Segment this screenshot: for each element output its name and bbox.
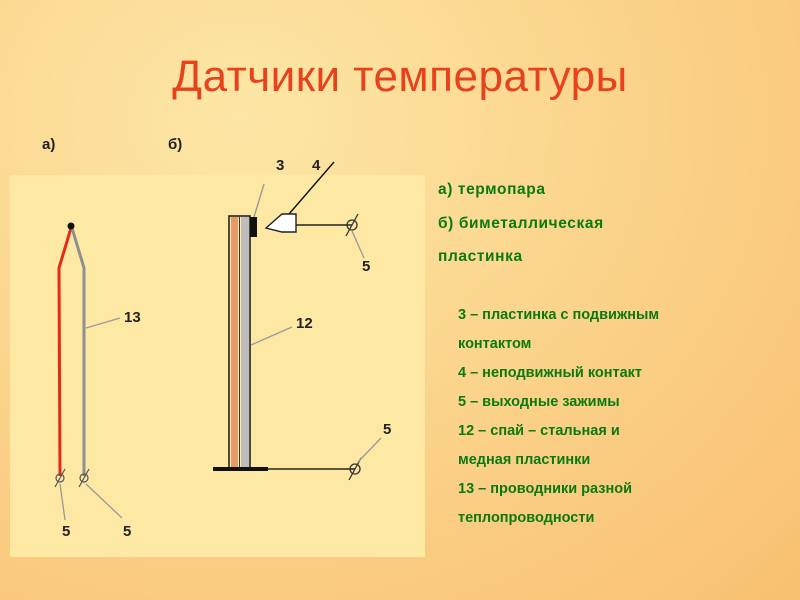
page-title: Датчики температуры: [172, 52, 628, 101]
caption-bimetal-line1: б) биметаллическая: [438, 215, 604, 232]
steel-strip: [241, 217, 249, 468]
leader-3: [253, 183, 265, 218]
legend-item: контактом: [458, 336, 532, 352]
legend-item: медная пластинки: [458, 452, 591, 468]
leader-13: [85, 317, 121, 329]
legend-item: 12 – спай – стальная и: [458, 423, 620, 439]
bimetal-sensor: [213, 161, 382, 481]
legend-item: теплопроводности: [458, 510, 595, 526]
label-13: 13: [124, 309, 141, 326]
legend-item: 13 – проводники разной: [458, 481, 633, 497]
label-5-left: 5: [62, 523, 70, 540]
legend-item: 5 – выходные зажимы: [458, 394, 620, 410]
thermocouple: [54, 222, 123, 521]
panel-label-a: а): [42, 136, 56, 153]
legend-item: 3 – пластинка с подвижным: [458, 307, 660, 323]
leader-12: [250, 326, 293, 346]
terminal-top: [345, 213, 359, 237]
leader-5-top: [351, 230, 365, 259]
label-5-right: 5: [123, 523, 131, 540]
junction-dot: [67, 222, 75, 230]
panel-label-b: б): [168, 136, 183, 153]
terminal-right: [78, 468, 90, 488]
caption-bimetal-line2: пластинка: [438, 248, 523, 265]
terminal-left: [54, 468, 66, 488]
gray-wire: [70, 227, 86, 476]
label-3: 3: [276, 157, 284, 174]
label-5-mid: 5: [383, 421, 391, 438]
leader-5-bottom: [357, 437, 382, 463]
moving-contact: [250, 217, 257, 237]
red-wire: [57, 227, 73, 477]
copper-strip: [231, 217, 238, 468]
leader-5-left: [59, 483, 66, 521]
label-4: 4: [312, 157, 321, 174]
label-5-top: 5: [362, 258, 370, 275]
label-12: 12: [296, 315, 313, 332]
caption-thermocouple: а) термопара: [438, 181, 546, 198]
fixed-contact: [264, 213, 297, 233]
leader-5-right: [85, 483, 123, 519]
legend-item: 4 – неподвижный контакт: [458, 365, 643, 381]
leader-4: [288, 161, 335, 215]
